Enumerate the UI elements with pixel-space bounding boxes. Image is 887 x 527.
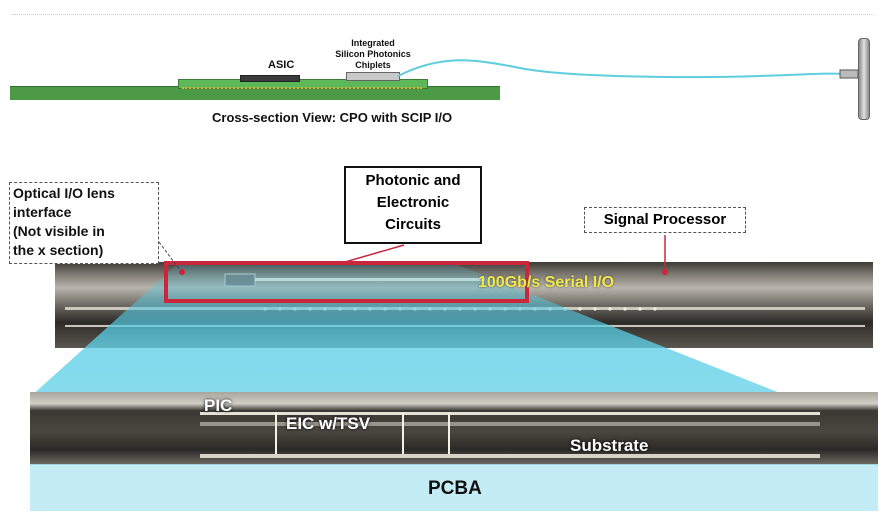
photonic-callout-line2: Electronic (376, 194, 450, 211)
optical-callout-line2: interface (13, 204, 72, 220)
optical-callout-line1: Optical I/O lens (13, 185, 115, 201)
photonics-chiplet (346, 72, 400, 81)
chiplets-label: Integrated Silicon Photonics Chiplets (330, 38, 416, 71)
eic-label: EIC w/TSV (286, 414, 371, 433)
pic-label: PIC (204, 396, 233, 415)
chiplets-label-line1: Integrated (351, 38, 395, 48)
photonic-callout-line1: Photonic and (365, 172, 461, 189)
signal-processor-callout: Signal Processor (584, 207, 746, 233)
cross-section-caption: Cross-section View: CPO with SCIP I/O (212, 110, 453, 125)
bump-row (182, 87, 422, 89)
sem-image-bottom (30, 392, 878, 464)
fiber-connector (858, 38, 870, 120)
asic-label: ASIC (268, 59, 295, 71)
optical-io-callout: Optical I/O lens interface (Not visible … (9, 182, 159, 264)
photonic-circuit-highlight (164, 261, 529, 303)
asic-die (240, 75, 300, 82)
pcba-layer (30, 464, 878, 511)
photonic-electronic-callout: Photonic and Electronic Circuits (344, 166, 482, 244)
pcba-label: PCBA (428, 478, 482, 499)
top-divider (12, 14, 874, 15)
substrate-label: Substrate (570, 436, 649, 455)
optical-callout-line4: the x section) (13, 242, 104, 258)
optical-callout-line3: (Not visible in (13, 223, 105, 239)
callout-leaders (155, 235, 668, 275)
serial-io-label: 100Gb/s Serial I/O (478, 274, 615, 291)
optical-beam (30, 262, 790, 397)
chiplets-label-line2: Silicon Photonics (335, 49, 411, 59)
photonic-callout-line3: Circuits (385, 216, 441, 233)
chiplets-label-line3: Chiplets (355, 60, 391, 70)
